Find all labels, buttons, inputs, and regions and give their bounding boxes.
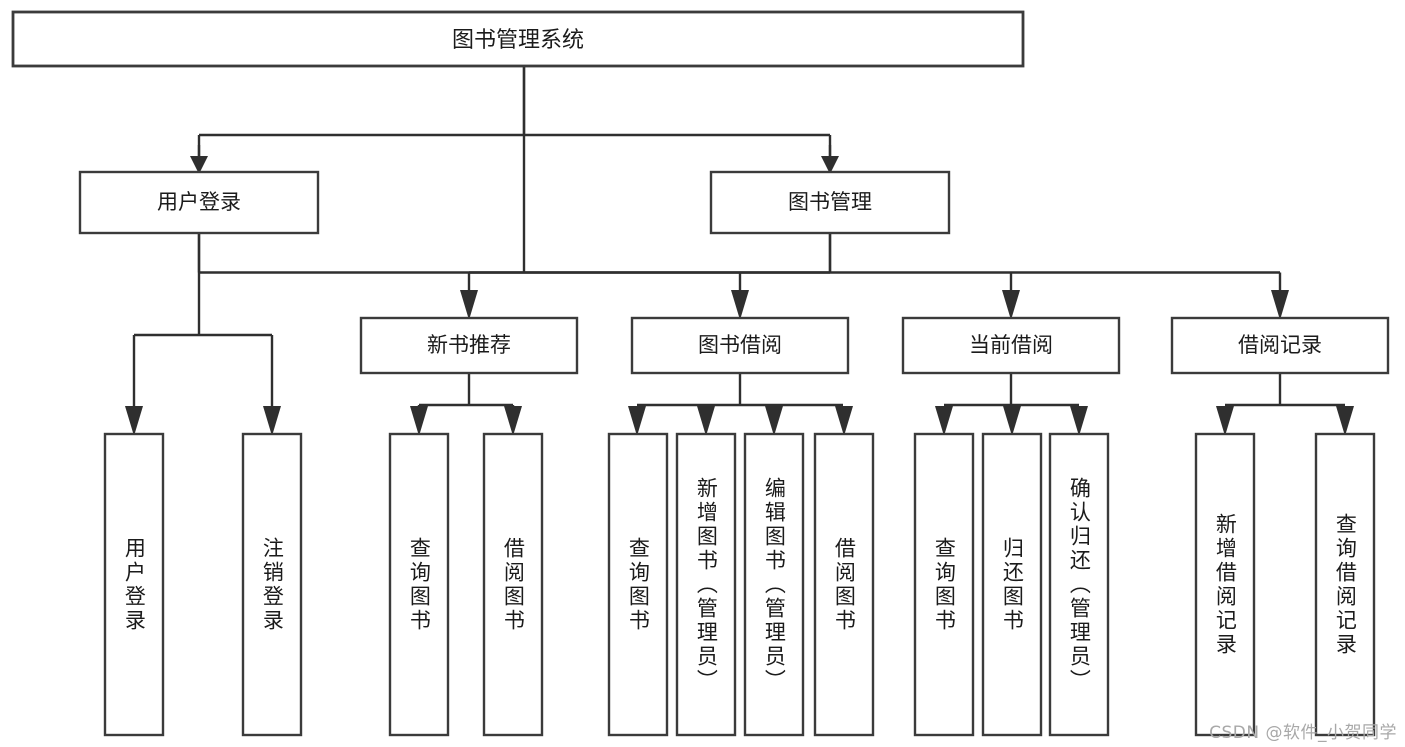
node-leaf-user-logout[interactable] xyxy=(241,432,303,737)
node-leaf-query-book-recommend[interactable] xyxy=(388,432,450,737)
node-leaf-borrow-book-recommend[interactable] xyxy=(482,432,544,737)
arrow-head-leaf-query-book-recommend xyxy=(410,406,428,436)
arrow-head-leaf-borrow-book-recommend xyxy=(504,406,522,436)
node-root-label: 图书管理系统 xyxy=(452,28,584,53)
arrow-head-leaf-query-book xyxy=(628,406,646,436)
node-root[interactable] xyxy=(11,10,1025,68)
arrow-head-leaf-return-book xyxy=(1003,406,1021,436)
node-leaf-add-borrow-record[interactable] xyxy=(1194,432,1256,737)
arrow-head-new-book-recommend xyxy=(460,290,478,320)
node-leaf-return-book[interactable] xyxy=(981,432,1043,737)
arrow-head-book-manage xyxy=(821,156,839,174)
node-leaf-query-book[interactable] xyxy=(607,432,669,737)
node-leaf-query-book-current[interactable] xyxy=(913,432,975,737)
node-user-login-label: 用户登录 xyxy=(157,190,241,214)
node-leaf-edit-book-admin[interactable] xyxy=(743,432,805,737)
arrow-head-user-login xyxy=(190,156,208,174)
node-book-borrow-label: 图书借阅 xyxy=(698,333,782,357)
node-borrow-record[interactable] xyxy=(1170,316,1390,375)
node-user-login[interactable] xyxy=(78,170,320,235)
connector-layer xyxy=(125,66,1354,436)
node-leaf-borrow-book[interactable] xyxy=(813,432,875,737)
node-book-manage[interactable] xyxy=(709,170,951,235)
node-layer: 图书管理系统 用户登录 图书管理 新书推荐 图书借阅 当前借阅 借阅记录 xyxy=(11,10,1390,737)
arrow-head-current-borrow xyxy=(1002,290,1020,320)
arrow-head-leaf-add-book-admin xyxy=(697,406,715,436)
node-current-borrow[interactable] xyxy=(901,316,1121,375)
node-new-book-recommend[interactable] xyxy=(359,316,579,375)
node-leaf-confirm-return-admin[interactable] xyxy=(1048,432,1110,737)
node-leaf-user-login[interactable] xyxy=(103,432,165,737)
arrow-head-book-borrow xyxy=(731,290,749,320)
node-book-borrow[interactable] xyxy=(630,316,850,375)
arrow-head-leaf-edit-book-admin xyxy=(765,406,783,436)
arrow-head-leaf-confirm-return-admin xyxy=(1070,406,1088,436)
node-borrow-record-label: 借阅记录 xyxy=(1238,333,1322,357)
arrow-head-leaf-add-borrow-record xyxy=(1216,406,1234,436)
arrow-head-leaf-borrow-book xyxy=(835,406,853,436)
arrow-head-borrow-record xyxy=(1271,290,1289,320)
node-leaf-add-book-admin[interactable] xyxy=(675,432,737,737)
arrow-head-leaf-query-borrow-record xyxy=(1336,406,1354,436)
node-leaf-query-borrow-record[interactable] xyxy=(1314,432,1376,737)
node-current-borrow-label: 当前借阅 xyxy=(969,333,1053,357)
arrow-head-leaf-query-book-current xyxy=(935,406,953,436)
arrow-head-leaf-user-login xyxy=(125,406,143,436)
node-new-book-recommend-label: 新书推荐 xyxy=(427,333,511,357)
node-book-manage-label: 图书管理 xyxy=(788,190,872,214)
arrow-head-leaf-user-logout xyxy=(263,406,281,436)
